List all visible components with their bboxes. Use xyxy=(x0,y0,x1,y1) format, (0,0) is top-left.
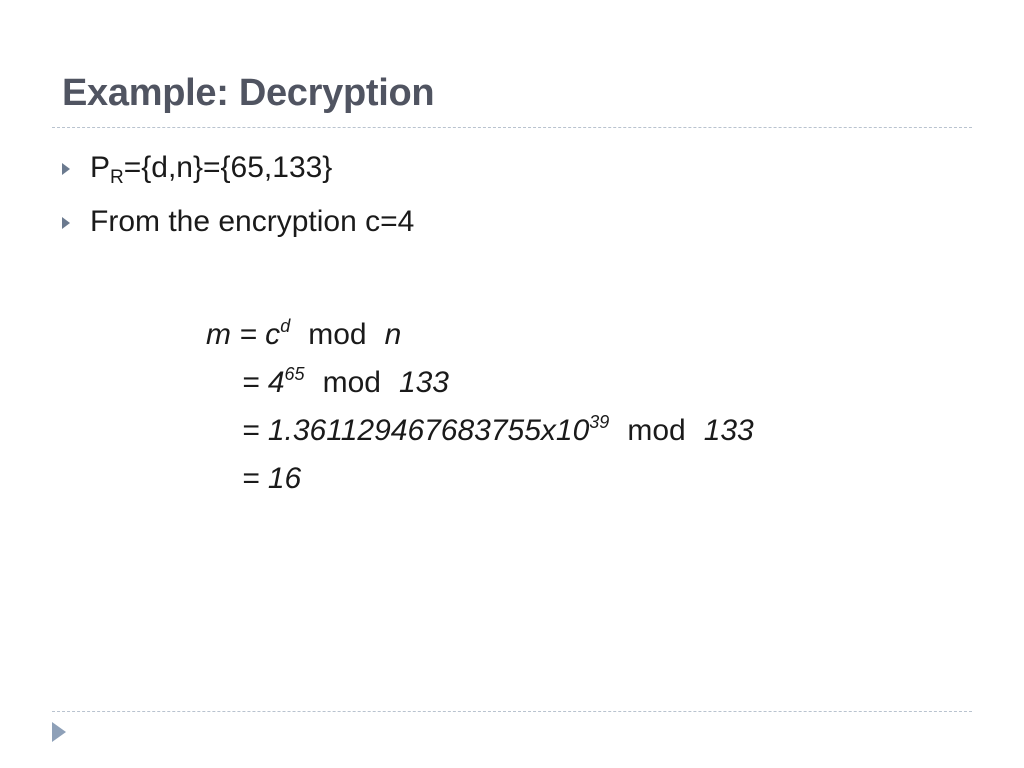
equation-exponent: 65 xyxy=(284,364,305,384)
equation-line-2: = 465 mod 133 xyxy=(242,364,449,400)
bullet-prefix: P xyxy=(90,151,111,184)
bullet-private-key: PR={d,n}={65,133} xyxy=(62,148,414,188)
equation-line-3: = 1.361129467683755x1039 mod 133 xyxy=(242,412,754,448)
equation-operator: mod xyxy=(322,366,381,399)
footer-divider xyxy=(52,711,972,712)
bullet-ciphertext: From the encryption c=4 xyxy=(62,202,414,242)
bullet-subscript: R xyxy=(110,167,124,188)
equation-lhs: = 1.361129467683755x10 xyxy=(242,414,590,447)
equation-result: = 16 xyxy=(242,462,302,495)
equation-exponent: d xyxy=(280,316,291,336)
bullet-text: From the encryption c=4 xyxy=(90,205,415,238)
equation-modulus: 133 xyxy=(398,366,449,399)
equation-lhs: m = c xyxy=(206,318,281,351)
equation-operator: mod xyxy=(308,318,367,351)
equation-modulus: 133 xyxy=(703,414,754,447)
bullet-list: PR={d,n}={65,133} From the encryption c=… xyxy=(62,148,414,256)
bullet-triangle-icon xyxy=(62,163,70,175)
slide-title: Example: Decryption xyxy=(62,72,435,114)
bullet-triangle-icon xyxy=(62,217,70,229)
bullet-text: PR={d,n}={65,133} xyxy=(90,151,333,188)
bullet-suffix: ={d,n}={65,133} xyxy=(123,151,333,184)
equation-modulus: n xyxy=(384,318,402,351)
title-divider xyxy=(52,127,972,128)
equation-line-4: = 16 xyxy=(242,462,301,496)
equation-lhs: = 4 xyxy=(242,366,285,399)
equation-exponent: 39 xyxy=(589,412,610,432)
next-slide-triangle-icon[interactable] xyxy=(52,722,66,742)
equation-operator: mod xyxy=(627,414,686,447)
